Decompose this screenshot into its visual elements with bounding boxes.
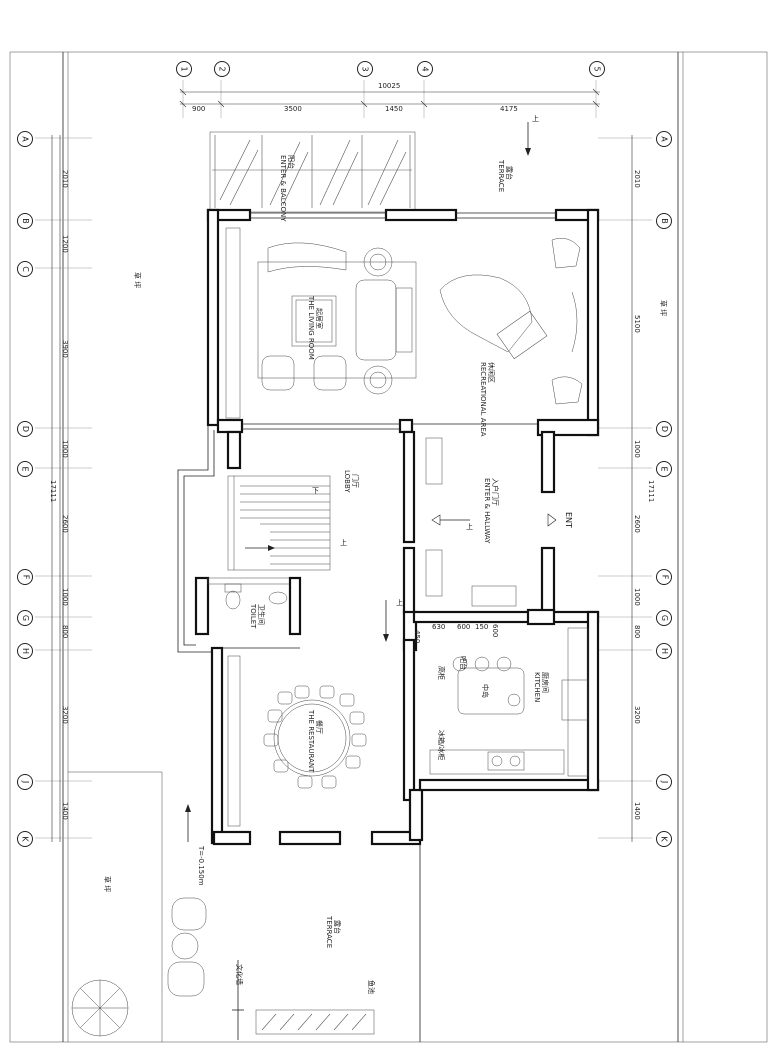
dim-right-8: 1400	[633, 802, 641, 820]
dim-left-3: 3900	[61, 340, 69, 358]
grid-bubble-k-right: K	[656, 831, 672, 847]
dining-table	[263, 685, 367, 789]
dim-left-7: 800	[61, 625, 69, 639]
dim-kitchen-4: 600	[491, 624, 499, 638]
lawn-left-label: 草 坪	[133, 272, 141, 289]
grid-lines	[35, 80, 652, 839]
dim-left-6: 1000	[61, 588, 69, 606]
grid-bubble-f-right: F	[656, 569, 672, 585]
top-dimension-lines	[179, 88, 600, 108]
grid-bubble-d-right: D	[656, 421, 672, 437]
stairs-down-label: 下	[312, 487, 319, 495]
dim-top-seg-4: 4175	[500, 105, 518, 113]
dim-top-seg-3: 1450	[385, 105, 403, 113]
grid-bubble-a-right: A	[656, 131, 672, 147]
dim-right-6: 800	[633, 625, 641, 639]
grid-bubble-b-left: B	[17, 213, 33, 229]
grid-bubble-c-left: C	[17, 261, 33, 277]
left-dimension-lines	[51, 135, 633, 842]
fridge-label: 冰箱/冰柜	[437, 730, 445, 761]
grid-bubble-3: 3	[357, 61, 373, 77]
dim-top-total: 10025	[378, 82, 401, 90]
dim-left-5: 2600	[61, 515, 69, 533]
room-kitchen-cn: 厨房间	[541, 672, 549, 693]
room-recreation-cn: 休闲区	[487, 362, 495, 383]
dim-left-8: 3200	[61, 706, 69, 724]
grid-bubble-h-left: H	[17, 643, 33, 659]
lobby-up-label: 上	[396, 599, 403, 607]
room-living-en: THE LIVING ROOM	[307, 296, 315, 360]
dim-left-4: 1000	[61, 440, 69, 458]
dim-top-seg-1: 900	[192, 105, 206, 113]
room-entrance-cn: 入户门厅	[491, 478, 499, 506]
fish-pond-label: 鱼池	[367, 980, 375, 994]
grid-bubble-f-left: F	[17, 569, 33, 585]
level-note-label: T=-0.150m	[197, 846, 205, 886]
room-lobby-cn: 门厅	[351, 474, 359, 488]
room-dining-cn: 餐厅	[315, 720, 323, 734]
dim-left-total: 17111	[49, 480, 57, 503]
room-balcony-en: ENTER & BALCONY	[279, 155, 287, 222]
grid-bubble-g-left: G	[17, 610, 33, 626]
grid-bubble-e-left: E	[17, 461, 33, 477]
circulation-arrows	[185, 122, 557, 842]
grid-bubble-2: 2	[214, 61, 230, 77]
dim-top-seg-2: 3500	[284, 105, 302, 113]
dim-right-total: 17111	[647, 480, 655, 503]
dim-kitchen-1: 630	[432, 623, 446, 631]
dim-left-2: 1200	[61, 235, 69, 253]
grid-bubble-h-right: H	[656, 643, 672, 659]
grid-bubble-j-left: J	[17, 774, 33, 790]
grid-bubble-b-right: B	[656, 213, 672, 229]
lawn-right-label: 草 坪	[659, 300, 667, 317]
room-dining-en: THE RESTAURANT	[307, 710, 315, 773]
grid-bubble-k-left: K	[17, 831, 33, 847]
dim-right-1: 2010	[633, 170, 641, 188]
grid-bubble-j-right: J	[656, 774, 672, 790]
dim-right-2: 5100	[633, 315, 641, 333]
room-terrace-top-en: TERRACE	[497, 160, 505, 193]
dim-kitchen-3: 150	[475, 623, 489, 631]
bar1-label: 吧台	[459, 656, 467, 670]
culture-wall-label: 文化墙	[235, 964, 243, 985]
dim-right-4: 2600	[633, 515, 641, 533]
room-kitchen-en: KITCHEN	[533, 672, 541, 703]
grid-bubble-a-left: A	[17, 131, 33, 147]
living-furniture	[261, 238, 583, 405]
entrance-up-label: 上	[466, 523, 473, 531]
room-balcony-cn: 阳台	[287, 155, 295, 169]
lawn-bottom-label: 草 坪	[103, 876, 111, 893]
ent-label: ENT	[564, 512, 573, 528]
room-toilet-cn: 卫生间	[257, 604, 265, 625]
grid-bubble-g-right: G	[656, 610, 672, 626]
dim-left-1: 2010	[61, 170, 69, 188]
room-terrace-bottom-cn: 露台	[333, 920, 341, 934]
grid-bubble-5: 5	[589, 61, 605, 77]
island-label: 中岛	[481, 684, 489, 698]
room-terrace-bottom-en: TERRACE	[325, 916, 333, 949]
room-terrace-top-cn: 露台	[505, 166, 513, 180]
dim-right-7: 3200	[633, 706, 641, 724]
stairs	[227, 475, 331, 571]
bar2-label: 高柜	[437, 666, 445, 680]
dim-kitchen-2: 600	[457, 623, 471, 631]
grid-bubble-e-right: E	[656, 461, 672, 477]
room-living-cn: 起居室	[315, 308, 323, 329]
room-toilet-en: TOILET	[249, 604, 257, 629]
dim-left-9: 1400	[61, 802, 69, 820]
room-lobby-en: LOBBY	[343, 470, 351, 493]
dim-right-5: 1000	[633, 588, 641, 606]
stairs-up-label: 上	[340, 539, 347, 547]
building-walls	[68, 131, 600, 1042]
terrace-up-label: 上	[532, 115, 539, 123]
room-recreation-en: RECREATIONAL AREA	[479, 362, 487, 437]
dim-side-450: 450	[413, 630, 421, 644]
grid-bubble-1: 1	[176, 61, 192, 77]
grid-bubble-4: 4	[417, 61, 433, 77]
room-entrance-en: ENTER & HALLWAY	[483, 478, 491, 544]
dim-right-3: 1000	[633, 440, 641, 458]
grid-bubble-d-left: D	[17, 421, 33, 437]
